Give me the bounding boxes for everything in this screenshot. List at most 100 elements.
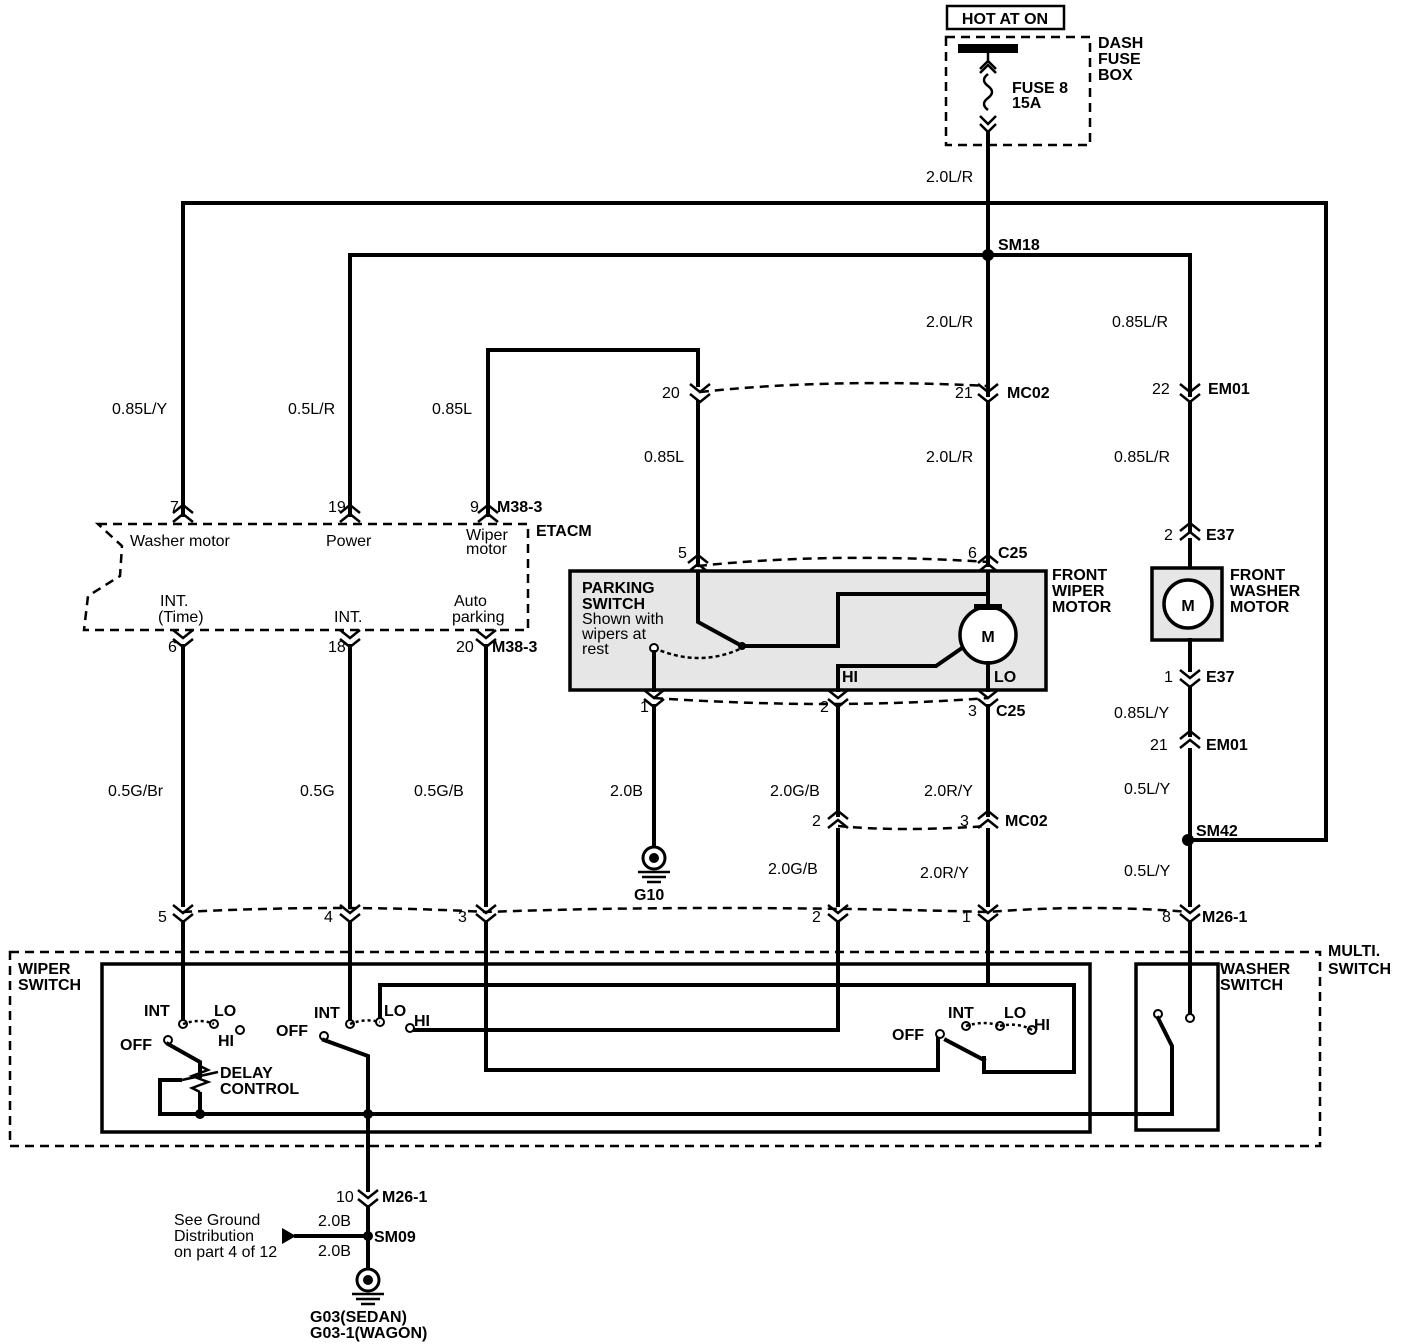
svg-text:C25: C25	[998, 545, 1027, 562]
multi-switch: MULTI. SWITCH WIPER SWITCH INT LO OFF HI…	[8, 920, 1391, 1148]
svg-text:21: 21	[1150, 737, 1168, 754]
svg-text:HI: HI	[1034, 1017, 1050, 1034]
svg-text:SM09: SM09	[374, 1229, 416, 1246]
svg-text:INT: INT	[144, 1003, 170, 1020]
svg-text:4: 4	[324, 909, 333, 926]
fuse-box-outline	[944, 35, 1092, 147]
hot-at-on-label: HOT AT ON	[945, 4, 1066, 31]
svg-text:DASH: DASH	[1098, 35, 1143, 52]
svg-text:0.85L: 0.85L	[432, 401, 472, 418]
svg-text:M: M	[981, 629, 994, 646]
svg-text:0.5L/R: 0.5L/R	[288, 401, 335, 418]
connector-m26-pin1	[977, 904, 999, 924]
svg-text:M: M	[1181, 598, 1194, 615]
svg-text:M38-3: M38-3	[492, 639, 537, 656]
svg-text:MC02: MC02	[1005, 813, 1048, 830]
svg-text:7: 7	[170, 499, 179, 516]
svg-text:6: 6	[168, 639, 177, 656]
svg-text:M26-1: M26-1	[1202, 909, 1247, 926]
svg-text:rest: rest	[582, 641, 609, 658]
svg-text:2.0R/Y: 2.0R/Y	[920, 865, 969, 882]
dash-fuse-box: FUSE 8 15A DASH FUSE BOX	[944, 35, 1143, 147]
svg-text:G10: G10	[634, 887, 664, 904]
connector-m26-pin3	[475, 904, 497, 924]
splice-sm42	[1182, 834, 1194, 846]
connector-m26-pin2	[827, 904, 849, 924]
svg-text:0.5L/Y: 0.5L/Y	[1124, 863, 1171, 880]
svg-text:2.0B: 2.0B	[318, 1243, 351, 1260]
svg-text:2: 2	[820, 699, 829, 716]
front-wiper-motor-assembly: 5 6 C25 PARKING SWITCH Shown with wipers…	[568, 545, 1112, 720]
svg-text:INT.: INT.	[334, 609, 362, 626]
svg-text:FUSE: FUSE	[1098, 51, 1141, 68]
svg-text:20: 20	[456, 639, 474, 656]
svg-text:WIPER: WIPER	[1052, 583, 1105, 600]
svg-text:PARKING: PARKING	[582, 580, 655, 597]
svg-text:M26-1: M26-1	[382, 1189, 427, 1206]
connector-m26-pin10	[357, 1189, 379, 1209]
svg-text:3: 3	[968, 703, 977, 720]
svg-text:G03-1(WAGON): G03-1(WAGON)	[310, 1325, 427, 1342]
svg-text:HI: HI	[414, 1013, 430, 1030]
svg-text:SM42: SM42	[1196, 823, 1238, 840]
wiper-switch-block	[100, 962, 1092, 1134]
svg-text:G03(SEDAN): G03(SEDAN)	[310, 1309, 407, 1326]
svg-text:(Time): (Time)	[158, 609, 204, 626]
svg-text:WASHER: WASHER	[1220, 961, 1291, 978]
svg-text:15A: 15A	[1012, 95, 1042, 112]
svg-text:LO: LO	[214, 1003, 236, 1020]
svg-text:See Ground: See Ground	[174, 1212, 260, 1229]
svg-text:21: 21	[955, 385, 973, 402]
svg-text:OFF: OFF	[276, 1023, 308, 1040]
svg-text:SWITCH: SWITCH	[1328, 961, 1391, 978]
svg-text:WIPER: WIPER	[18, 961, 71, 978]
svg-text:2.0L/R: 2.0L/R	[926, 314, 973, 331]
svg-text:DELAY: DELAY	[220, 1065, 273, 1082]
ground-g10-icon	[638, 845, 670, 884]
connector-m26-pin5	[172, 904, 194, 924]
connector-em01-pin21	[1179, 729, 1201, 749]
svg-text:on part 4 of 12: on part 4 of 12	[174, 1244, 277, 1261]
svg-text:1: 1	[1164, 669, 1173, 686]
svg-text:FRONT: FRONT	[1052, 567, 1107, 584]
svg-text:HI: HI	[218, 1033, 234, 1050]
svg-text:M38-3: M38-3	[497, 499, 542, 516]
fuse-bus-bar	[958, 44, 1018, 53]
svg-text:C25: C25	[996, 703, 1025, 720]
svg-text:SWITCH: SWITCH	[582, 596, 645, 613]
svg-text:Auto: Auto	[454, 593, 487, 610]
svg-text:2: 2	[812, 909, 821, 926]
svg-text:HI: HI	[842, 669, 858, 686]
etacm-module: 7 19 9 M38-3 ETACM Washer motor Power Wi…	[82, 499, 592, 656]
svg-text:2: 2	[1164, 527, 1173, 544]
svg-text:0.85L/Y: 0.85L/Y	[112, 401, 167, 418]
svg-text:0.85L/R: 0.85L/R	[1112, 314, 1168, 331]
svg-text:8: 8	[1162, 909, 1171, 926]
svg-text:INT: INT	[948, 1005, 974, 1022]
etacm-pin19	[339, 503, 361, 523]
svg-text:INT: INT	[314, 1005, 340, 1022]
svg-text:LO: LO	[384, 1003, 406, 1020]
svg-text:0.5G: 0.5G	[300, 783, 335, 800]
svg-text:OFF: OFF	[120, 1037, 152, 1054]
svg-text:20: 20	[662, 385, 680, 402]
svg-text:5: 5	[678, 545, 687, 562]
svg-text:motor: motor	[466, 541, 508, 558]
svg-text:Power: Power	[326, 533, 372, 550]
svg-text:6: 6	[968, 545, 977, 562]
svg-text:parking: parking	[452, 609, 504, 626]
washer-switch-block	[1134, 962, 1220, 1132]
svg-text:1: 1	[962, 909, 971, 926]
ground-g03-icon	[352, 1267, 384, 1306]
svg-text:2: 2	[812, 813, 821, 830]
svg-text:5: 5	[158, 909, 167, 926]
svg-text:3: 3	[960, 813, 969, 830]
svg-text:CONTROL: CONTROL	[220, 1081, 299, 1098]
svg-text:E37: E37	[1206, 527, 1235, 544]
washer-motor-icon	[1162, 578, 1214, 630]
svg-text:MULTI.: MULTI.	[1328, 943, 1380, 960]
svg-text:1: 1	[640, 699, 649, 716]
svg-text:MOTOR: MOTOR	[1230, 599, 1290, 616]
svg-text:E37: E37	[1206, 669, 1235, 686]
svg-text:FRONT: FRONT	[1230, 567, 1285, 584]
